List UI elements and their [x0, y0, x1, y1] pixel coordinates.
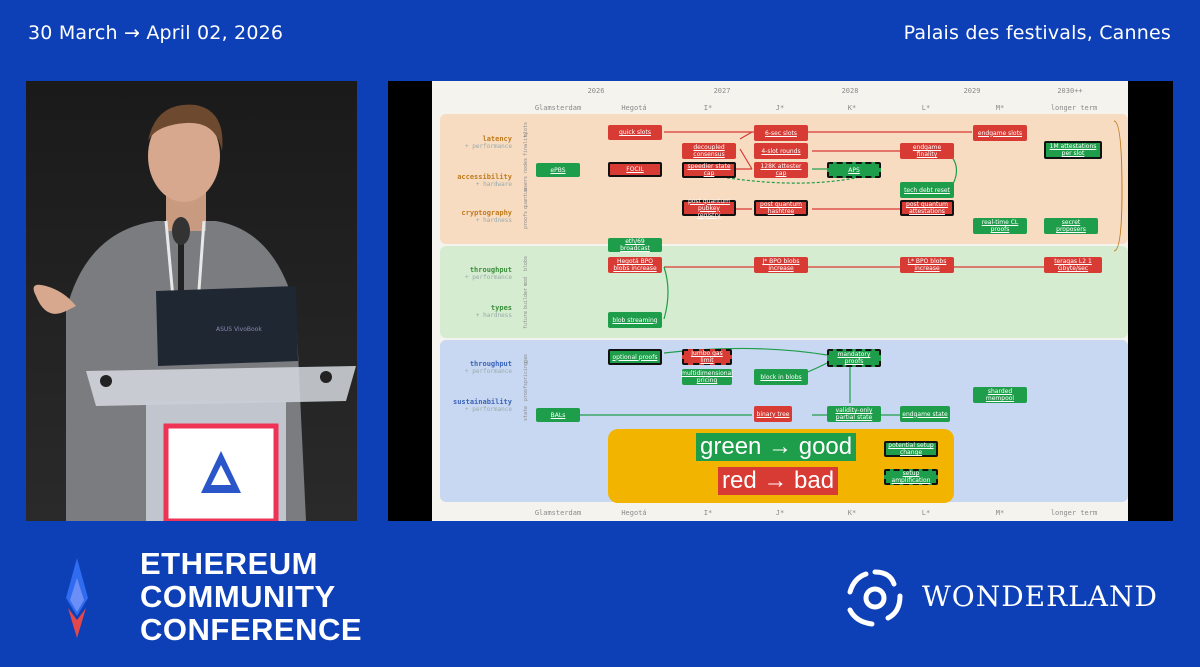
legend-potential: potential setup change [884, 441, 938, 457]
wonderland-wordmark: WONDERLAND [922, 580, 1158, 613]
item-aps: APS [827, 162, 881, 178]
row-label: accessibility [457, 173, 512, 181]
brand-line: ETHEREUM [140, 546, 318, 581]
item-validity-only-partial-state: validity-only partial state [827, 406, 881, 422]
fork-label: L* [921, 104, 931, 112]
legend-bad: red → bad [718, 467, 839, 495]
item-6-sec-slots: 6-sec slots [754, 125, 808, 141]
item-endgame-finality: endgame finality [900, 143, 954, 159]
item-eth69-broadcast: eth/69 broadcast [608, 238, 662, 252]
fork-label: Glamsterdam [534, 104, 582, 112]
year-label: 2027 [713, 87, 731, 95]
item-endgame-slots: endgame slots [973, 125, 1027, 141]
fork-label-footer: L* [921, 509, 931, 517]
brand-line: CONFERENCE [140, 612, 363, 647]
legend-box: green → good red → bad potential setup c… [608, 429, 954, 503]
item-blob-streaming: blob streaming [608, 312, 662, 328]
item-realtime-cl-proofs: real-time CL proofs [973, 218, 1027, 234]
fork-label: I* [703, 104, 713, 112]
event-venue: Palais des festivals, Cannes [903, 22, 1171, 44]
item-endgame-state: endgame state [900, 406, 950, 422]
item-hegota-bpo: Hegotá BPO blobs increase [608, 257, 662, 273]
item-binary-tree: binary tree [754, 406, 792, 422]
fork-label: longer term [1050, 104, 1098, 112]
wonderland-logo-icon [847, 569, 903, 627]
fork-label-footer: Glamsterdam [534, 509, 582, 517]
legend-good: green → good [696, 433, 857, 461]
item-multidim-pricing: multidimensional pricing [681, 369, 733, 385]
fork-label-footer: M* [995, 509, 1005, 517]
item-decoupled-consensus: decoupled consensus [682, 143, 736, 159]
brand-line: COMMUNITY [140, 579, 336, 614]
fork-label: J* [775, 104, 785, 112]
year-label: 2030++ [1057, 87, 1083, 95]
legend-setup: setup amplification [884, 469, 938, 485]
row-label: types [490, 304, 512, 312]
item-mandatory-proofs: mandatory proofs [827, 349, 881, 367]
item-j-bpo: J* BPO blobs increase [754, 257, 808, 273]
row-label: sustainability [452, 398, 512, 406]
item-1m-attestations: 1M attestations per slot [1044, 141, 1102, 159]
item-speedier-state-cap: speedier state cap [682, 162, 736, 178]
speaker-image: ASUS VivoBook [26, 81, 357, 521]
roadmap-slide: 2026 2027 2028 2029 2030++ Glamsterdam H… [388, 81, 1173, 521]
fork-label-footer: J* [775, 509, 785, 517]
fork-label-footer: I* [703, 509, 713, 517]
fork-label-footer: K* [847, 509, 857, 517]
arrow-line [739, 131, 753, 140]
item-l-bpo: L* BPO blobs increase [900, 257, 954, 273]
row-label: throughput [469, 266, 512, 274]
row-label: throughput [469, 360, 512, 368]
slide-canvas: 2026 2027 2028 2029 2030++ Glamsterdam H… [432, 81, 1128, 521]
bracket [1113, 120, 1123, 252]
row-sublabel: + hardness [475, 217, 512, 224]
arrow-line [663, 266, 669, 320]
ecc-logo-icon [66, 558, 88, 638]
item-4-slot-rounds: 4-slot rounds [754, 143, 808, 159]
item-jumbo-gas-limit: Jumbo gas limit [682, 349, 732, 365]
event-dates: 30 March → April 02, 2026 [28, 22, 284, 44]
svg-text:ASUS VivoBook: ASUS VivoBook [216, 326, 262, 333]
item-block-in-blobs: block in blobs [754, 369, 808, 385]
item-pq-pubkey-registry: post quantum pubkey registry [682, 198, 736, 219]
fork-label: M* [995, 104, 1005, 112]
year-label: 2029 [963, 87, 981, 95]
fork-label: Hegotá [621, 104, 647, 112]
speaker-camera-feed: ASUS VivoBook [26, 81, 357, 521]
row-label: latency [482, 135, 512, 143]
item-secret-proposers: secret proposers [1044, 218, 1098, 234]
item-focil: FOCIL [608, 162, 662, 177]
item-sharded-mempool: sharded mempool [973, 387, 1027, 403]
item-epbs: ePBS [536, 163, 580, 177]
row-sublabel: + hardness [475, 312, 512, 319]
item-quick-slots: quick slots [608, 125, 662, 140]
year-label: 2026 [587, 87, 605, 95]
ecc-brand: ETHEREUM COMMUNITY CONFERENCE [140, 547, 362, 646]
arrow-line [739, 148, 753, 170]
item-128k-attester-cap: 128K attester cap [754, 162, 808, 178]
year-label: 2028 [841, 87, 859, 95]
row-sublabel: + performance [465, 368, 512, 375]
item-pq-hashtree: post quantum hashtree [754, 200, 808, 216]
fork-label: K* [847, 104, 857, 112]
row-sublabel: + performance [465, 406, 512, 413]
row-label: cryptography [461, 209, 512, 217]
row-sublabel: + hardware [475, 181, 512, 188]
item-tech-debt-reset: tech debt reset [900, 182, 954, 198]
item-optional-proofs: optional proofs [608, 349, 662, 365]
item-pq-attestations: post quantum attestations [900, 200, 954, 216]
fork-label-footer: Hegotá [621, 509, 647, 517]
item-bals: BALs [536, 408, 580, 422]
row-sublabel: + performance [465, 143, 512, 150]
fork-label-footer: longer term [1050, 509, 1098, 517]
item-teragas-l2: teragas L2 1 Gbyte/sec [1044, 257, 1102, 273]
row-sublabel: + performance [465, 274, 512, 281]
